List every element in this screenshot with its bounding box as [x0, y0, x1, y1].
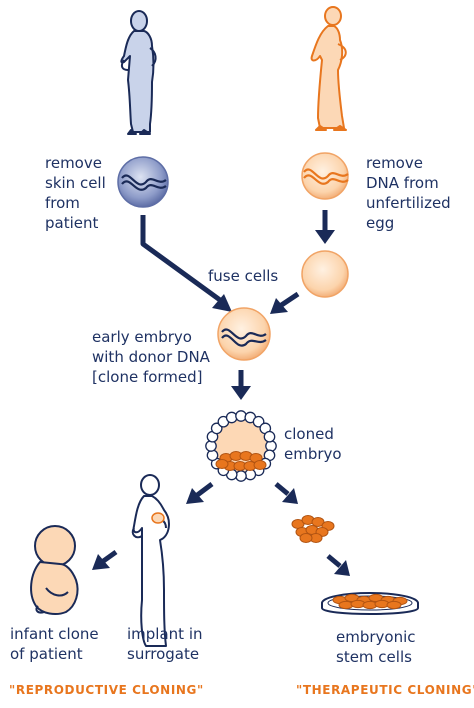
patient-figure — [120, 10, 157, 135]
skin-cell — [117, 156, 169, 208]
trophoblast-cell — [205, 440, 217, 452]
arrow-to-surrogate — [186, 482, 214, 504]
petri-dish — [321, 592, 419, 615]
inner-cell-cluster — [291, 515, 335, 543]
trophoblast-cell — [225, 411, 238, 424]
trophoblast-cell — [263, 430, 276, 443]
arrow-egg-to-embryo — [270, 291, 300, 314]
arrow-egg-down — [315, 210, 335, 244]
enucleated-egg — [301, 250, 349, 298]
label-fuse-cells: fuse cells — [208, 267, 279, 285]
surrogate-figure — [131, 474, 170, 647]
caption-therapeutic-cloning: "THERAPEUTIC CLONING" — [296, 683, 474, 697]
arrow-skin-to-embryo — [140, 215, 232, 312]
label-infant-clone: infant clone of patient — [10, 625, 99, 663]
trophoblast-cell — [265, 440, 277, 452]
caption-reproductive-cloning: "REPRODUCTIVE CLONING" — [9, 683, 204, 697]
label-cloned-embryo: cloned embryo — [284, 425, 342, 463]
arrow-to-cell-cluster — [274, 482, 298, 504]
label-remove-dna: remove DNA from unfertilized egg — [366, 154, 451, 232]
arrow-to-dish — [326, 554, 350, 576]
inner-mass-cell — [253, 460, 267, 470]
label-early-embryo: early embryo with donor DNA [clone forme… — [92, 328, 210, 386]
egg-donor-figure — [310, 6, 347, 131]
label-stem-cells: embryonic stem cells — [336, 628, 416, 666]
cluster-cell — [299, 533, 313, 543]
inner-mass-cell — [215, 459, 229, 469]
stem-cell — [386, 600, 402, 610]
trophoblast-cell — [235, 410, 247, 422]
egg-cell-with-dna — [301, 152, 349, 200]
label-implant-surrogate: implant in surrogate — [127, 625, 203, 663]
label-remove-skin-cell: remove skin cell from patient — [45, 154, 106, 232]
infant-clone-figure — [30, 525, 79, 615]
cluster-cell — [311, 517, 325, 527]
trophoblast-cell — [235, 470, 247, 482]
arrow-to-infant — [92, 549, 118, 570]
trophoblast-cell — [206, 449, 219, 462]
arrow-embryo-down — [231, 370, 251, 400]
early-embryo-cell — [217, 307, 271, 361]
cloned-embryo-blastocyst — [205, 410, 277, 482]
